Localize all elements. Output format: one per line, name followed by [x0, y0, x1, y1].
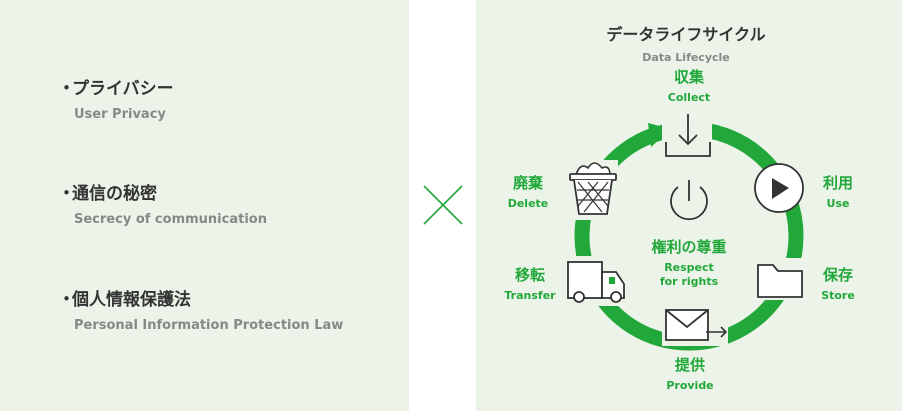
stage-jp: 収集: [673, 68, 704, 86]
cross-icon: [423, 185, 463, 225]
bullet: ・: [58, 79, 75, 99]
folder-icon: [756, 258, 806, 300]
trash-bin-icon: [566, 160, 618, 220]
stage-jp: 廃棄: [512, 174, 543, 192]
item-jp-label: 通信の秘密: [72, 184, 157, 204]
envelope-icon: [662, 306, 728, 346]
item-privacy: ・プライバシー User Privacy: [58, 74, 174, 122]
stage-use: 利用 Use: [808, 172, 868, 210]
stage-en: Store: [821, 289, 855, 302]
bullet: ・: [58, 290, 75, 310]
item-en-label: Secrecy of communication: [74, 212, 267, 227]
item-personal-info-law: ・個人情報保護法 Personal Information Protection…: [58, 285, 343, 333]
stage-en: Use: [826, 197, 850, 210]
title-en: Data Lifecycle: [642, 51, 730, 64]
stage-en: Transfer: [504, 289, 556, 302]
center-en-line2: for rights: [659, 275, 719, 288]
center-jp: 権利の尊重: [651, 238, 727, 256]
stage-jp: 保存: [822, 266, 853, 284]
stage-en: Provide: [666, 379, 714, 392]
center-label: 権利の尊重 Respect for rights: [619, 236, 759, 289]
stage-provide: 提供 Provide: [650, 354, 730, 392]
lifecycle-diagram: [564, 110, 806, 351]
lifecycle-title: データライフサイクル Data Lifecycle: [576, 21, 796, 64]
title-jp: データライフサイクル: [606, 25, 766, 44]
item-jp-label: 個人情報保護法: [72, 290, 191, 310]
item-secrecy: ・通信の秘密 Secrecy of communication: [58, 179, 267, 227]
play-icon: [754, 163, 804, 213]
center-en-line1: Respect: [664, 261, 714, 274]
stage-collect: 収集 Collect: [649, 66, 729, 104]
download-icon: [662, 110, 712, 158]
stage-store: 保存 Store: [808, 264, 868, 302]
item-en-label: Personal Information Protection Law: [74, 318, 344, 333]
item-jp-label: プライバシー: [72, 79, 174, 99]
truck-icon: [564, 256, 628, 306]
item-en-label: User Privacy: [74, 107, 166, 122]
left-panel: [0, 0, 409, 411]
power-icon: [670, 180, 708, 221]
stage-jp: 移転: [514, 266, 545, 284]
stage-jp: 提供: [674, 356, 705, 374]
stage-en: Delete: [507, 197, 549, 210]
stage-en: Collect: [667, 91, 711, 104]
bullet: ・: [58, 184, 75, 204]
stage-transfer: 移転 Transfer: [495, 264, 565, 302]
stage-jp: 利用: [822, 174, 853, 192]
stage-delete: 廃棄 Delete: [497, 172, 559, 210]
